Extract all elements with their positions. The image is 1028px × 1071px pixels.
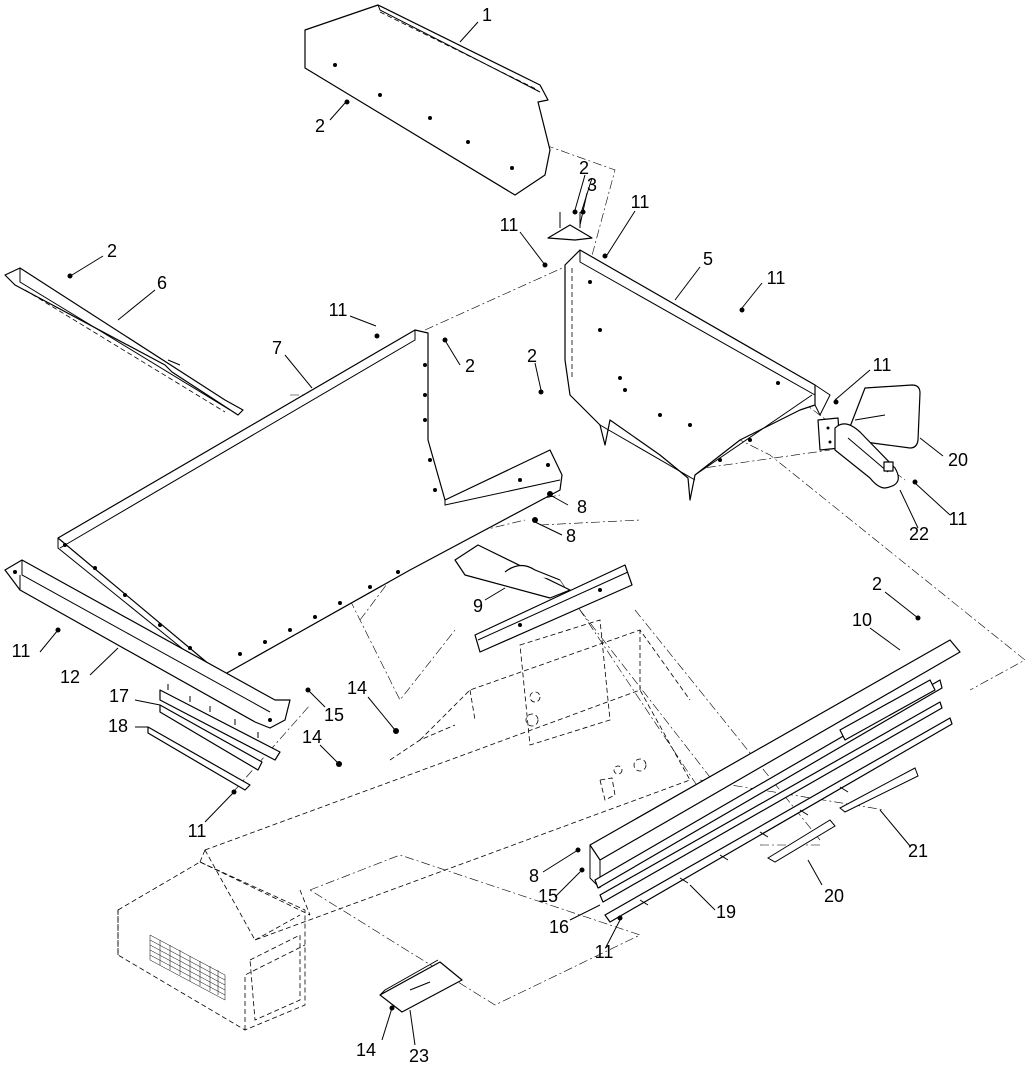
callout-15: 15 <box>538 886 558 906</box>
callout-2: 2 <box>107 241 117 261</box>
part-21-slide-rail <box>594 679 943 903</box>
callout-6: 6 <box>157 273 167 293</box>
callout-3: 3 <box>587 175 597 195</box>
callout-14: 14 <box>347 678 367 698</box>
callout-11: 11 <box>188 821 207 841</box>
callout-16: 16 <box>549 917 569 937</box>
callout-11: 11 <box>12 641 31 661</box>
part-12-left-bracket <box>4 559 291 729</box>
part-17-rail <box>159 704 263 771</box>
callout-11: 11 <box>873 355 892 375</box>
part-3-bracket <box>547 212 593 241</box>
callout-19: 19 <box>716 902 736 922</box>
callout-23: 23 <box>409 1046 429 1066</box>
callout-11: 11 <box>500 215 519 235</box>
callout-11: 11 <box>329 300 348 320</box>
callout-2: 2 <box>527 346 537 366</box>
lower-housing <box>117 861 311 1031</box>
part-6-left-rail <box>4 267 244 416</box>
part-9-crossbar <box>454 544 633 653</box>
callout-18: 18 <box>108 716 128 736</box>
callout-12: 12 <box>60 667 80 687</box>
callout-14: 14 <box>356 1040 376 1060</box>
part-1-top-cover <box>304 4 551 196</box>
callout-2: 2 <box>579 158 589 178</box>
callout-22: 22 <box>909 524 929 544</box>
part-23-bracket <box>379 959 463 1013</box>
callout-7: 7 <box>272 338 282 358</box>
leader-lines <box>39 21 951 1046</box>
callout-15: 15 <box>324 705 344 725</box>
part-5-right-panel <box>564 249 831 501</box>
callout-2: 2 <box>315 116 325 136</box>
callout-8: 8 <box>577 497 587 517</box>
callout-10: 10 <box>852 610 872 630</box>
callout-labels: 1 2 2 3 11 11 2 6 5 11 11 7 2 2 11 20 11… <box>12 5 968 1066</box>
part-19-slide-rail <box>604 717 953 923</box>
vent-grille <box>149 934 226 1001</box>
fasteners <box>55 99 921 1011</box>
part-18-rail <box>147 726 251 791</box>
chassis-frame <box>199 619 691 941</box>
callout-8: 8 <box>566 526 576 546</box>
callout-9: 9 <box>473 596 483 616</box>
mounting-bracket-left <box>159 684 281 761</box>
callout-11: 11 <box>595 942 614 962</box>
callout-2: 2 <box>465 356 475 376</box>
part-20-decal <box>767 819 836 863</box>
callout-1: 1 <box>482 5 492 25</box>
callout-20: 20 <box>948 450 968 470</box>
callout-11: 11 <box>767 268 786 288</box>
callout-17: 17 <box>109 686 129 706</box>
callout-8: 8 <box>529 866 539 886</box>
callout-11: 11 <box>631 192 650 212</box>
callout-14: 14 <box>302 727 322 747</box>
part-22-mirror-arm <box>817 417 899 489</box>
decal-21 <box>839 767 919 813</box>
callout-2: 2 <box>872 574 882 594</box>
callout-21: 21 <box>908 841 928 861</box>
callout-20: 20 <box>824 886 844 906</box>
callout-11: 11 <box>949 509 968 529</box>
callout-5: 5 <box>703 249 713 269</box>
